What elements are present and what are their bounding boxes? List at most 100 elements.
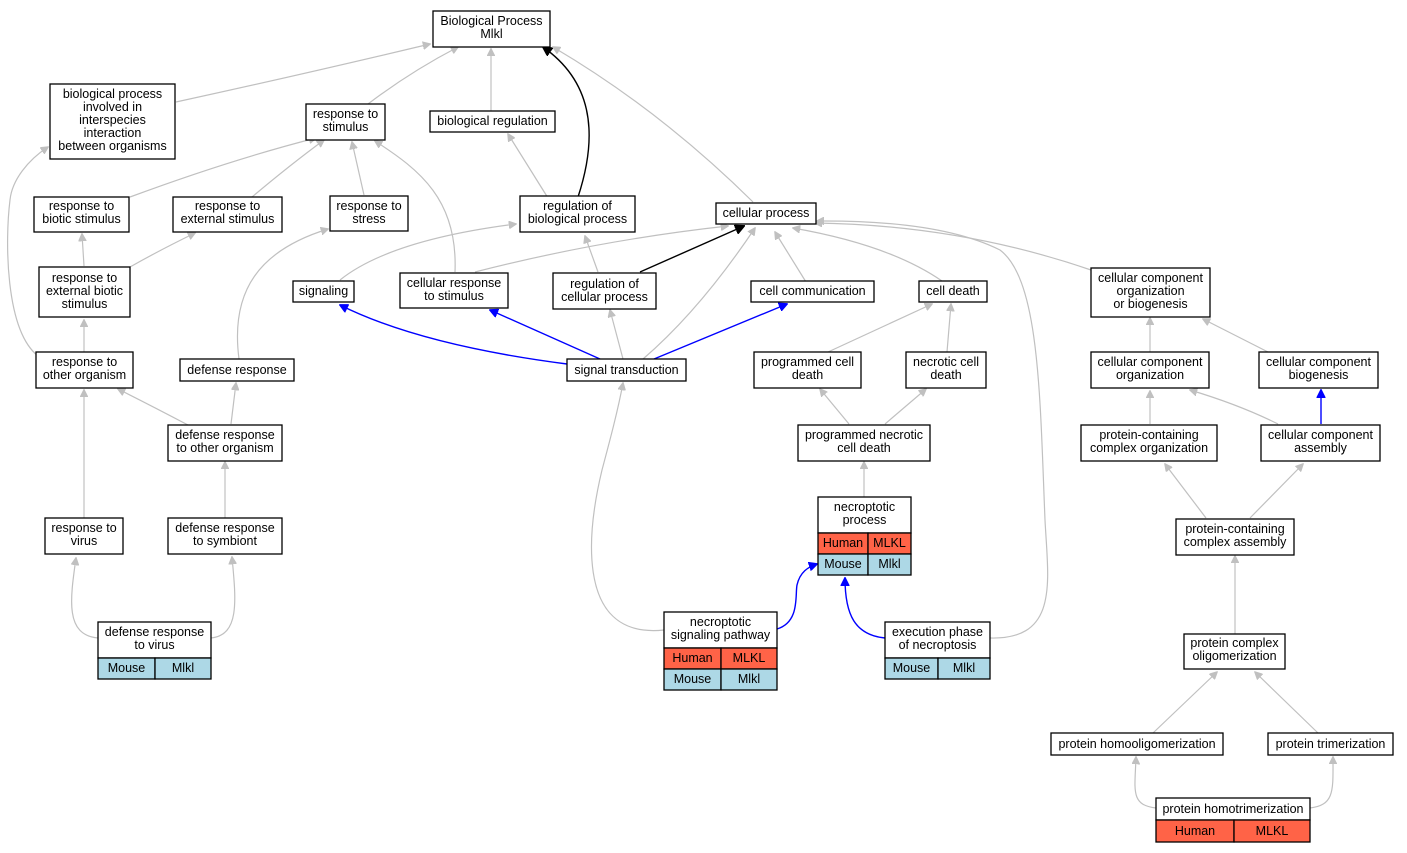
node-protein-oligomerization[interactable]: protein complex oligomerization	[1183, 633, 1286, 670]
term-label-line: biological regulation	[437, 114, 548, 128]
term-label-line: stimulus	[323, 120, 369, 134]
node-defense-response[interactable]: defense response	[179, 358, 295, 382]
term-label-line: cellular component	[1266, 355, 1371, 369]
edge-cell-death-to-cellular-process	[793, 228, 943, 282]
edge-cellular-response-to-response-stimulus	[375, 141, 456, 273]
node-regulation-cp[interactable]: regulation of cellular process	[552, 272, 657, 310]
edge-complex-assembly-to-cc-assembly	[1249, 464, 1303, 519]
edge-response-external-to-response-stimulus	[251, 140, 324, 198]
node-signaling[interactable]: signaling	[292, 280, 355, 303]
term-label-line: execution phase	[892, 625, 983, 639]
term-label-line: cellular process	[561, 290, 648, 304]
term-label-line: death	[930, 368, 961, 382]
node-cell-death[interactable]: cell death	[918, 280, 988, 303]
edge-response-biotic-to-response-stimulus	[129, 138, 316, 198]
species-cell-mouse: Mouse	[108, 661, 146, 675]
edge-necroptotic-signaling-to-signal-transduction	[591, 383, 665, 632]
edge-programmed-necrotic-to-programmed-cell-death	[820, 389, 850, 425]
term-label-line: interspecies	[79, 113, 146, 127]
node-defense-symbiont[interactable]: defense response to symbiont	[167, 517, 283, 555]
term-label-line: stimulus	[62, 297, 108, 311]
edge-response-stress-to-response-stimulus	[352, 142, 365, 196]
edge-trimerization-to-oligomerization	[1255, 672, 1319, 734]
node-cell-communication[interactable]: cell communication	[750, 280, 875, 303]
node-response-biotic[interactable]: response to biotic stimulus	[33, 196, 130, 233]
term-label-line: organization	[1116, 284, 1184, 298]
node-root-biological-process[interactable]: Biological Process Mlkl	[432, 10, 551, 48]
term-label-line: protein-containing	[1185, 522, 1284, 536]
root-title-line: Biological Process	[440, 14, 542, 28]
node-necrotic-cell-death[interactable]: necrotic cell death	[905, 351, 987, 389]
term-label-line: response to	[52, 355, 117, 369]
term-label-line: of necroptosis	[899, 638, 977, 652]
node-necroptotic-process[interactable]: necroptotic process Human MLKL Mouse Mlk…	[817, 496, 912, 576]
node-biological-regulation[interactable]: biological regulation	[429, 110, 556, 133]
node-programmed-cell-death[interactable]: programmed cell death	[753, 351, 862, 389]
node-cc-organization[interactable]: cellular component organization	[1090, 351, 1210, 389]
edge-homotrimerization-to-trimerization	[1309, 757, 1333, 809]
edge-cellular-response-to-cellular-process	[474, 226, 728, 273]
node-defense-virus[interactable]: defense response to virus Mouse Mlkl	[97, 621, 212, 680]
term-label-line: virus	[71, 534, 97, 548]
node-cellular-process[interactable]: cellular process	[715, 202, 817, 225]
species-cell-mouse: Mouse	[674, 672, 712, 686]
edges	[6, 44, 1333, 809]
node-cc-assembly[interactable]: cellular component assembly	[1260, 424, 1381, 462]
node-bp-interspecies[interactable]: biological process involved in interspec…	[49, 83, 176, 160]
node-cellular-response-stimulus[interactable]: cellular response to stimulus	[399, 272, 509, 309]
term-label-line: necroptotic	[690, 615, 751, 629]
node-cc-org-biogenesis[interactable]: cellular component organization or bioge…	[1090, 267, 1211, 318]
edge-regulation-cp-to-regulation-bp	[585, 236, 599, 273]
gene-cell-human: MLKL	[873, 536, 906, 550]
term-label-line: complex organization	[1090, 441, 1208, 455]
term-label-line: regulation of	[543, 199, 612, 213]
species-cell-human: Human	[672, 651, 712, 665]
term-label-line: response to	[313, 107, 378, 121]
node-response-ext-biotic[interactable]: response to external biotic stimulus	[38, 266, 131, 318]
term-label-line: programmed cell	[761, 355, 854, 369]
edge-execution-necroptosis-to-cellular-process	[817, 221, 1049, 639]
term-label-line: or biogenesis	[1113, 297, 1187, 311]
term-label-line: protein homooligomerization	[1058, 737, 1215, 751]
edge-cc-biogenesis-to-cc-org-biogenesis	[1203, 319, 1269, 353]
term-label-line: defense response	[105, 625, 204, 639]
node-response-stimulus[interactable]: response to stimulus	[305, 103, 386, 141]
node-programmed-necrotic[interactable]: programmed necrotic cell death	[797, 424, 931, 462]
node-protein-complex-org[interactable]: protein-containing complex organization	[1080, 424, 1218, 462]
node-protein-trimerization[interactable]: protein trimerization	[1267, 732, 1394, 756]
gene-cell-mouse: Mlkl	[878, 557, 900, 571]
term-label-line: stress	[352, 212, 385, 226]
term-label-line: regulation of	[570, 277, 639, 291]
edge-response-stimulus-to-root	[367, 47, 458, 105]
node-protein-complex-assembly[interactable]: protein-containing complex assembly	[1175, 518, 1295, 556]
edge-signal-transduction-to-cellular-process	[642, 228, 755, 360]
node-necroptotic-signaling[interactable]: necroptotic signaling pathway Human MLKL…	[663, 611, 778, 691]
node-defense-other-organism[interactable]: defense response to other organism	[167, 424, 283, 462]
node-protein-homooligomerization[interactable]: protein homooligomerization	[1050, 732, 1224, 756]
node-response-other-organism[interactable]: response to other organism	[35, 351, 134, 389]
edge-complex-assembly-to-protein-complex-org	[1165, 464, 1207, 519]
edge-regulation-bp-to-bio-regulation	[508, 134, 549, 199]
node-execution-necroptosis[interactable]: execution phase of necroptosis Mouse Mlk…	[884, 621, 991, 680]
edge-signal-transduction-to-regulation-cp	[610, 310, 624, 360]
node-signal-transduction[interactable]: signal transduction	[566, 358, 687, 382]
term-label-line: protein trimerization	[1276, 737, 1386, 751]
edge-regulation-bp-to-root	[543, 47, 590, 198]
term-label-line: biological process	[528, 212, 627, 226]
edge-signaling-to-regulation-bp	[339, 224, 516, 281]
term-label-line: protein complex	[1190, 636, 1279, 650]
node-response-external[interactable]: response to external stimulus	[172, 196, 283, 233]
term-label-line: oligomerization	[1192, 649, 1276, 663]
species-cell-human: Human	[823, 536, 863, 550]
node-response-virus[interactable]: response to virus	[44, 517, 124, 555]
node-response-stress[interactable]: response to stress	[329, 195, 409, 232]
node-regulation-bp[interactable]: regulation of biological process	[519, 195, 636, 233]
term-label-line: defense response	[175, 428, 274, 442]
edge-defense-other-to-defense-response	[230, 383, 236, 425]
term-label-line: external stimulus	[181, 212, 275, 226]
term-label-line: cell communication	[759, 284, 865, 298]
node-cc-biogenesis[interactable]: cellular component biogenesis	[1258, 351, 1379, 389]
node-protein-homotrimerization[interactable]: protein homotrimerization Human MLKL	[1155, 797, 1311, 843]
term-label-line: process	[843, 513, 887, 527]
term-label-line: between organisms	[58, 139, 166, 153]
